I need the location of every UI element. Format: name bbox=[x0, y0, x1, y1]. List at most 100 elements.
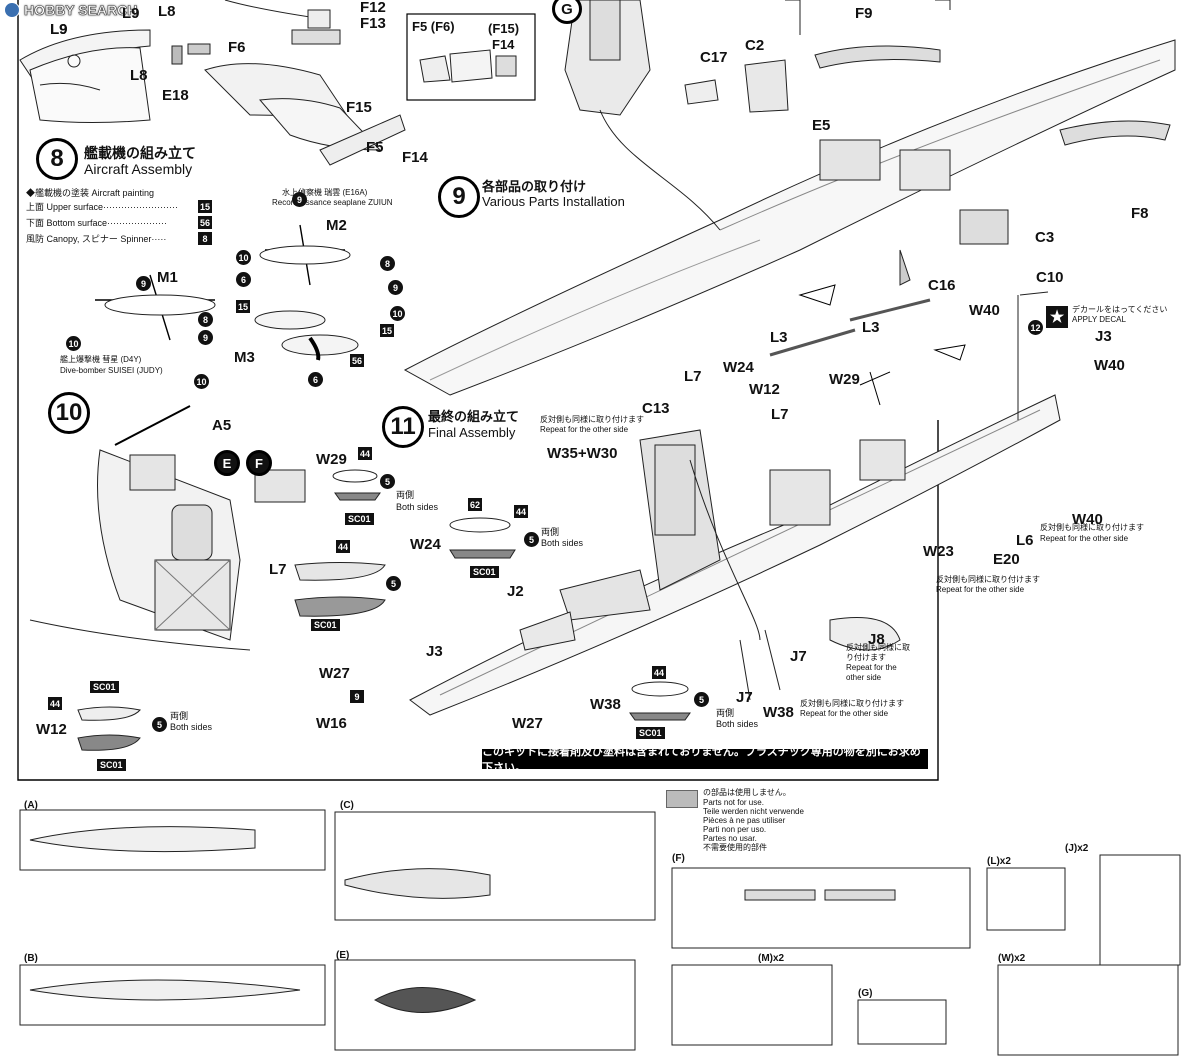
part-label: L7 bbox=[269, 561, 287, 578]
part-label: W27 bbox=[512, 715, 543, 732]
callout-g: G bbox=[552, 0, 582, 24]
part-label: J2 bbox=[507, 583, 524, 600]
both-sides-jp: 両側 bbox=[396, 490, 415, 500]
both-sides-en: Both sides bbox=[716, 719, 759, 729]
watermark-text: HOBBY SEARCH bbox=[24, 2, 138, 19]
part-label: W40 bbox=[1094, 357, 1125, 374]
part-label: E5 bbox=[812, 117, 831, 134]
repeat-note-1-en: Repeat for the other side bbox=[540, 425, 629, 434]
callout-e: E bbox=[214, 450, 240, 476]
paint-marker-44: 44 bbox=[652, 666, 667, 679]
repeat-j8-en-2: other side bbox=[846, 673, 882, 682]
runner-e-label: (E) bbox=[336, 950, 350, 961]
part-label: W24 bbox=[723, 359, 754, 376]
part-label: J8 bbox=[868, 631, 885, 648]
part-label: W24 bbox=[410, 536, 441, 553]
adhesive-notice-banner: このキットに接着剤及び塗料は含まれておりません。プラスチック専用の物を別にお求め… bbox=[482, 746, 928, 774]
callout-f: F bbox=[246, 450, 272, 476]
paint-marker-15: 15 bbox=[236, 300, 251, 313]
step-9-title-jp: 各部品の取り付け bbox=[482, 179, 587, 194]
paint-marker-56: 56 bbox=[350, 354, 365, 367]
paint-row-bottom: 下面 Bottom surface···················· bbox=[26, 218, 167, 228]
part-label: L7 bbox=[771, 406, 789, 423]
repeat-w38-jp: 反対側も同様に取り付けます bbox=[800, 699, 904, 708]
part-label: E20 bbox=[993, 551, 1020, 568]
star-decal-icon: ★ bbox=[1046, 306, 1068, 328]
decal-marker-12: 12 bbox=[1028, 320, 1043, 335]
runner-a-label: (A) bbox=[24, 800, 38, 811]
part-label: W27 bbox=[319, 665, 350, 682]
part-label: F5 bbox=[366, 139, 384, 156]
both-sides-en: Both sides bbox=[170, 722, 213, 732]
paint-marker-15: 15 bbox=[380, 324, 395, 337]
paint-marker-5: 5 bbox=[152, 717, 167, 732]
repeat-note-3-en: Repeat for the other side bbox=[936, 585, 1025, 594]
part-label: L9 bbox=[122, 5, 140, 22]
paint-marker-8: 8 bbox=[198, 312, 213, 327]
repeat-j8-jp-1: 反対側も同様に取 bbox=[846, 643, 910, 652]
part-label: M3 bbox=[234, 349, 255, 366]
both-sides-en: Both sides bbox=[396, 502, 439, 512]
paint-marker-44: 44 bbox=[336, 540, 351, 553]
part-label: F13 bbox=[360, 15, 386, 32]
part-label: L3 bbox=[862, 319, 880, 336]
part-label: M2 bbox=[326, 217, 347, 234]
part-label: L9 bbox=[50, 21, 68, 38]
step-9-number: 9 bbox=[438, 176, 480, 218]
paint-marker-9: 9 bbox=[136, 276, 151, 291]
both-sides-jp: 両側 bbox=[541, 527, 560, 537]
part-label: J7 bbox=[790, 648, 807, 665]
runner-j-label: (J)x2 bbox=[1065, 843, 1089, 854]
repeat-note-1-jp: 反対側も同様に取り付けます bbox=[540, 415, 644, 424]
step-11-title-jp: 最終の組み立て bbox=[428, 409, 520, 424]
inset-label-f15: (F15) bbox=[488, 21, 520, 36]
paint-marker-44: 44 bbox=[48, 697, 63, 710]
paint-marker-sc01: SC01 bbox=[311, 619, 340, 631]
part-label: W12 bbox=[749, 381, 780, 398]
repeat-j8-jp-2: り付けます bbox=[846, 653, 886, 662]
seaplane-name-jp: 水上偵察機 瑞雲 (E16A) bbox=[282, 188, 368, 197]
paint-marker-9: 9 bbox=[198, 330, 213, 345]
step-8-title-en: Aircraft Assembly bbox=[84, 161, 193, 177]
part-label: L8 bbox=[158, 3, 176, 20]
paint-code-canopy: 8 bbox=[198, 232, 212, 245]
part-label: C13 bbox=[642, 400, 670, 417]
paint-code-upper: 15 bbox=[198, 200, 213, 213]
step-10-number: 10 bbox=[48, 392, 90, 434]
part-label: W40 bbox=[1072, 511, 1103, 528]
not-for-use-swatch bbox=[666, 790, 698, 808]
part-label: L8 bbox=[130, 67, 148, 84]
part-label: L3 bbox=[770, 329, 788, 346]
part-label: W29 bbox=[829, 371, 860, 388]
runner-c-label: (C) bbox=[340, 800, 354, 811]
repeat-w38-en: Repeat for the other side bbox=[800, 709, 889, 718]
runner-b-label: (B) bbox=[24, 953, 38, 964]
paint-marker-10: 10 bbox=[66, 336, 81, 351]
paint-marker-44: 44 bbox=[514, 505, 529, 518]
inset-label-f14: F14 bbox=[492, 37, 515, 52]
not-for-use-es: Partes no usar. bbox=[703, 834, 757, 843]
paint-marker-10: 10 bbox=[194, 374, 209, 389]
hobby-search-watermark: HOBBY SEARCH bbox=[4, 2, 138, 19]
step-9-title-en: Various Parts Installation bbox=[482, 194, 625, 209]
part-label: F12 bbox=[360, 0, 386, 16]
part-label: W16 bbox=[316, 715, 347, 732]
part-label: C3 bbox=[1035, 229, 1055, 246]
paint-marker-44: 44 bbox=[358, 447, 373, 460]
part-label: L6 bbox=[1016, 532, 1034, 549]
paint-marker-6: 6 bbox=[308, 372, 323, 387]
hobby-search-logo-icon bbox=[4, 2, 20, 18]
paint-guide-title: ◆艦載機の塗装 Aircraft painting bbox=[26, 188, 155, 198]
part-label: W29 bbox=[316, 451, 347, 468]
repeat-note-3-jp: 反対側も同様に取り付けます bbox=[936, 575, 1040, 584]
paint-marker-sc01: SC01 bbox=[470, 566, 499, 578]
step-11-number: 11 bbox=[382, 406, 424, 448]
part-label: C17 bbox=[700, 49, 728, 66]
paint-marker-10: 10 bbox=[236, 250, 251, 265]
part-label: C2 bbox=[745, 37, 765, 54]
paint-marker-sc01: SC01 bbox=[345, 513, 374, 525]
part-label: F8 bbox=[1131, 205, 1149, 222]
not-for-use-fr: Pièces à ne pas utiliser bbox=[703, 816, 786, 825]
